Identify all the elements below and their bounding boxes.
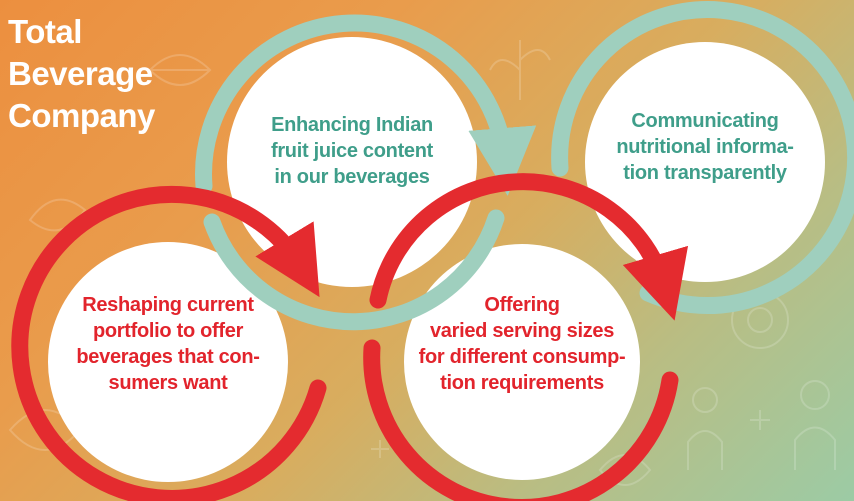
person-icon [692, 387, 718, 413]
circle-reshaping [48, 242, 288, 482]
offering-line-2: varied serving sizes [429, 320, 615, 342]
circle-reshaping-text: Reshaping current portfolio to offer bev… [68, 292, 268, 396]
ring-enhancing-lower [203, 209, 505, 331]
ring-offering [369, 173, 688, 321]
enhancing-line-3: in our beverages [274, 166, 430, 188]
title-line-3: Company [8, 97, 155, 134]
ring-offering-lower [363, 339, 679, 501]
ring-communicating [551, 1, 854, 315]
leaf-icon [28, 198, 87, 232]
plus-icon [750, 410, 770, 430]
circle-offering-text: Offering varied serving sizes for differ… [417, 292, 627, 396]
communicating-line-3: tion transparently [623, 162, 787, 184]
plant-icon [489, 40, 551, 100]
ring-reshaping [11, 185, 327, 501]
enhancing-line-1: Enhancing Indian [271, 114, 433, 136]
reshaping-line-2: portfolio to offer [92, 320, 244, 342]
offering-line-3: for different consump- [418, 346, 626, 368]
reshaping-line-1: Reshaping current [82, 294, 254, 316]
offering-line-1: Offering [484, 294, 560, 316]
circle-enhancing-text: Enhancing Indian fruit juice content in … [252, 112, 452, 190]
circle-communicating [585, 42, 825, 282]
ring-enhancing [195, 14, 537, 196]
reshaping-line-3: beverages that con- [76, 346, 260, 368]
offering-line-4: tion requirements [440, 372, 604, 394]
communicating-line-1: Communicating [631, 110, 779, 132]
circle-offering [404, 244, 640, 480]
reshaping-line-4: sumers want [108, 372, 228, 394]
title-line-2: Beverage [8, 55, 153, 92]
title-line-1: Total [8, 13, 82, 50]
person-icon [800, 380, 830, 410]
enhancing-line-2: fruit juice content [270, 140, 434, 162]
circle-communicating-text: Communicating nutritional informa- tion … [605, 108, 805, 186]
communicating-line-2: nutritional informa- [616, 136, 794, 158]
plus-icon [371, 440, 389, 458]
leaf-icon [148, 54, 212, 86]
